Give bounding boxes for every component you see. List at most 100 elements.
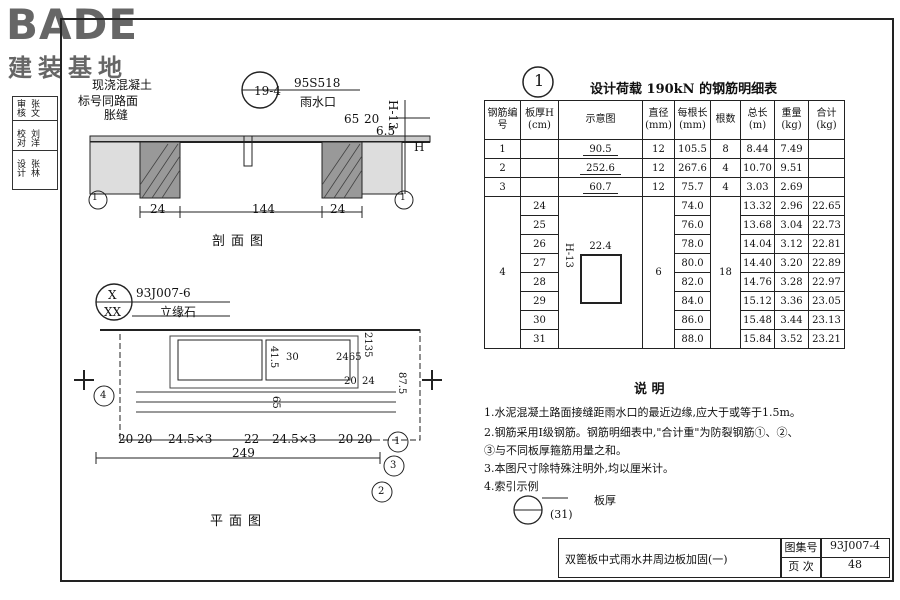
cell-len: 86.0: [674, 310, 711, 330]
header-cell: 合计 (kg): [808, 100, 845, 140]
grating-left: [177, 339, 263, 381]
cell-total: 15.84: [740, 329, 775, 349]
atlas-number: 93J007-4: [829, 539, 881, 552]
cell-len: 267.6: [674, 158, 711, 178]
table-row: 30 86.0 15.48 3.44 23.13: [485, 310, 845, 330]
cell-len: 74.0: [674, 196, 711, 216]
cell-h: 28: [520, 272, 559, 292]
marker-1: [387, 431, 409, 453]
cell-sum: [808, 158, 845, 178]
cell-sum: [808, 139, 845, 159]
note-line: ③与不同板厚箍筋用量之和。: [484, 444, 627, 457]
note-line: 2.钢筋采用Ⅰ级钢筋。钢筋明细表中,"合计重"为防裂钢筋①、②、: [484, 426, 799, 439]
cell-h: [520, 139, 559, 159]
notes-title: 说 明: [634, 382, 665, 397]
header-cell: 钢筋编号: [484, 100, 521, 140]
header-cell: 板厚H (cm): [520, 100, 559, 140]
cell-id: 2: [484, 158, 521, 178]
cell-w: 3.28: [774, 272, 809, 292]
drawing-frame: [60, 18, 894, 582]
note-line: 3.本图尺寸除特殊注明外,均以厘米计。: [484, 462, 674, 475]
note-line: 1.水泥混凝土路面接缝距雨水口的最近边缘,应大于或等于1.5m。: [484, 406, 801, 419]
cell-h: [520, 158, 559, 178]
dim-24-right: 24: [330, 202, 346, 216]
table-number-circle: [522, 66, 554, 98]
page-label-cell: 页 次: [780, 557, 822, 578]
plan-caption: 平面图: [210, 514, 268, 529]
dim-245x3-right: 24.5×3: [272, 432, 317, 446]
side-label: 校对: [15, 129, 25, 147]
cell-total: 13.68: [740, 215, 775, 235]
cell-sum: 22.97: [808, 272, 845, 292]
cell-sum: 23.13: [808, 310, 845, 330]
cell-sum: [808, 177, 845, 197]
cell-len: 80.0: [674, 253, 711, 273]
dim-24-left: 24: [150, 202, 166, 216]
cell-len: 105.5: [674, 139, 711, 159]
cell-h: 26: [520, 234, 559, 254]
logo-text: BADE: [6, 0, 139, 49]
shape-dim: 90.5: [583, 143, 618, 156]
cell-w: 3.36: [774, 291, 809, 311]
cell-w: 3.12: [774, 234, 809, 254]
cell-n: 4: [710, 177, 741, 197]
cell-w: 3.20: [774, 253, 809, 273]
index-value: (31): [550, 508, 573, 521]
table-row: 1 90.5 12 105.5 8 8.44 7.49: [484, 139, 845, 159]
marker-label-3: 3: [390, 460, 397, 471]
cell-id: 4: [484, 196, 521, 349]
cell-total: 13.32: [740, 196, 775, 216]
section-drawing: [88, 71, 431, 218]
cell-w: 3.04: [774, 215, 809, 235]
cell-w: 3.44: [774, 310, 809, 330]
ref-code: 95S518: [294, 76, 341, 90]
dim-h: H: [414, 140, 425, 154]
cell-len: 84.0: [674, 291, 711, 311]
dim-249: 249: [232, 446, 255, 460]
cell-h: 25: [520, 215, 559, 235]
header-cell: 根数: [710, 100, 741, 140]
cell-total: 15.12: [740, 291, 775, 311]
surface-label: 标号同路面: [78, 94, 139, 108]
title-block-name: 双篦板中式雨水井周边板加固(一): [558, 538, 782, 578]
cell-shape: 90.5: [558, 139, 643, 159]
index-example-symbol: [513, 495, 568, 525]
dim-6-5: 6.5: [376, 124, 396, 138]
cell-len: 78.0: [674, 234, 711, 254]
cell-total: 14.76: [740, 272, 775, 292]
cell-h: 31: [520, 329, 559, 349]
marker-1-left: [88, 190, 108, 210]
cell-shape: 60.7: [558, 177, 643, 197]
cell-shape: 252.6: [558, 158, 643, 178]
cell-d: 12: [642, 158, 675, 178]
marker-1-right: [394, 190, 414, 210]
cell-h: 27: [520, 253, 559, 273]
callout-number: 19-4: [254, 84, 281, 98]
cell-d: 6: [642, 196, 675, 349]
cell-d: 12: [642, 139, 675, 159]
cell-len: 82.0: [674, 272, 711, 292]
plan-label: 立缘石: [160, 305, 197, 319]
cell-id: 1: [484, 139, 521, 159]
cell-sum: 23.21: [808, 329, 845, 349]
page-number: 48: [848, 558, 862, 571]
dim-h13: H-13: [386, 100, 400, 130]
cell-sum: 22.73: [808, 215, 845, 235]
grating-right: [265, 339, 351, 381]
cell-shape-stirrup: 22.4 H-13: [558, 196, 643, 349]
cell-sum: 22.89: [808, 253, 845, 273]
side-name: 张文: [29, 99, 39, 117]
index-label: 板厚: [594, 494, 616, 507]
cell-n: 18: [710, 196, 741, 349]
plan-drawing: [74, 283, 442, 503]
table-row: 26 78.0 14.04 3.12 22.81: [485, 234, 845, 254]
table-row: 3 60.7 12 75.7 4 3.03 2.69: [484, 177, 845, 197]
side-name: 张林: [29, 159, 39, 177]
cell-w: 7.49: [774, 139, 809, 159]
cell-n: 8: [710, 139, 741, 159]
cell-total: 14.04: [740, 234, 775, 254]
dim-41-5: 41.5: [268, 346, 279, 369]
dim-65: 65: [344, 112, 360, 126]
header-cell: 每根长 (mm): [674, 100, 711, 140]
marker-label-4: 4: [100, 390, 107, 401]
